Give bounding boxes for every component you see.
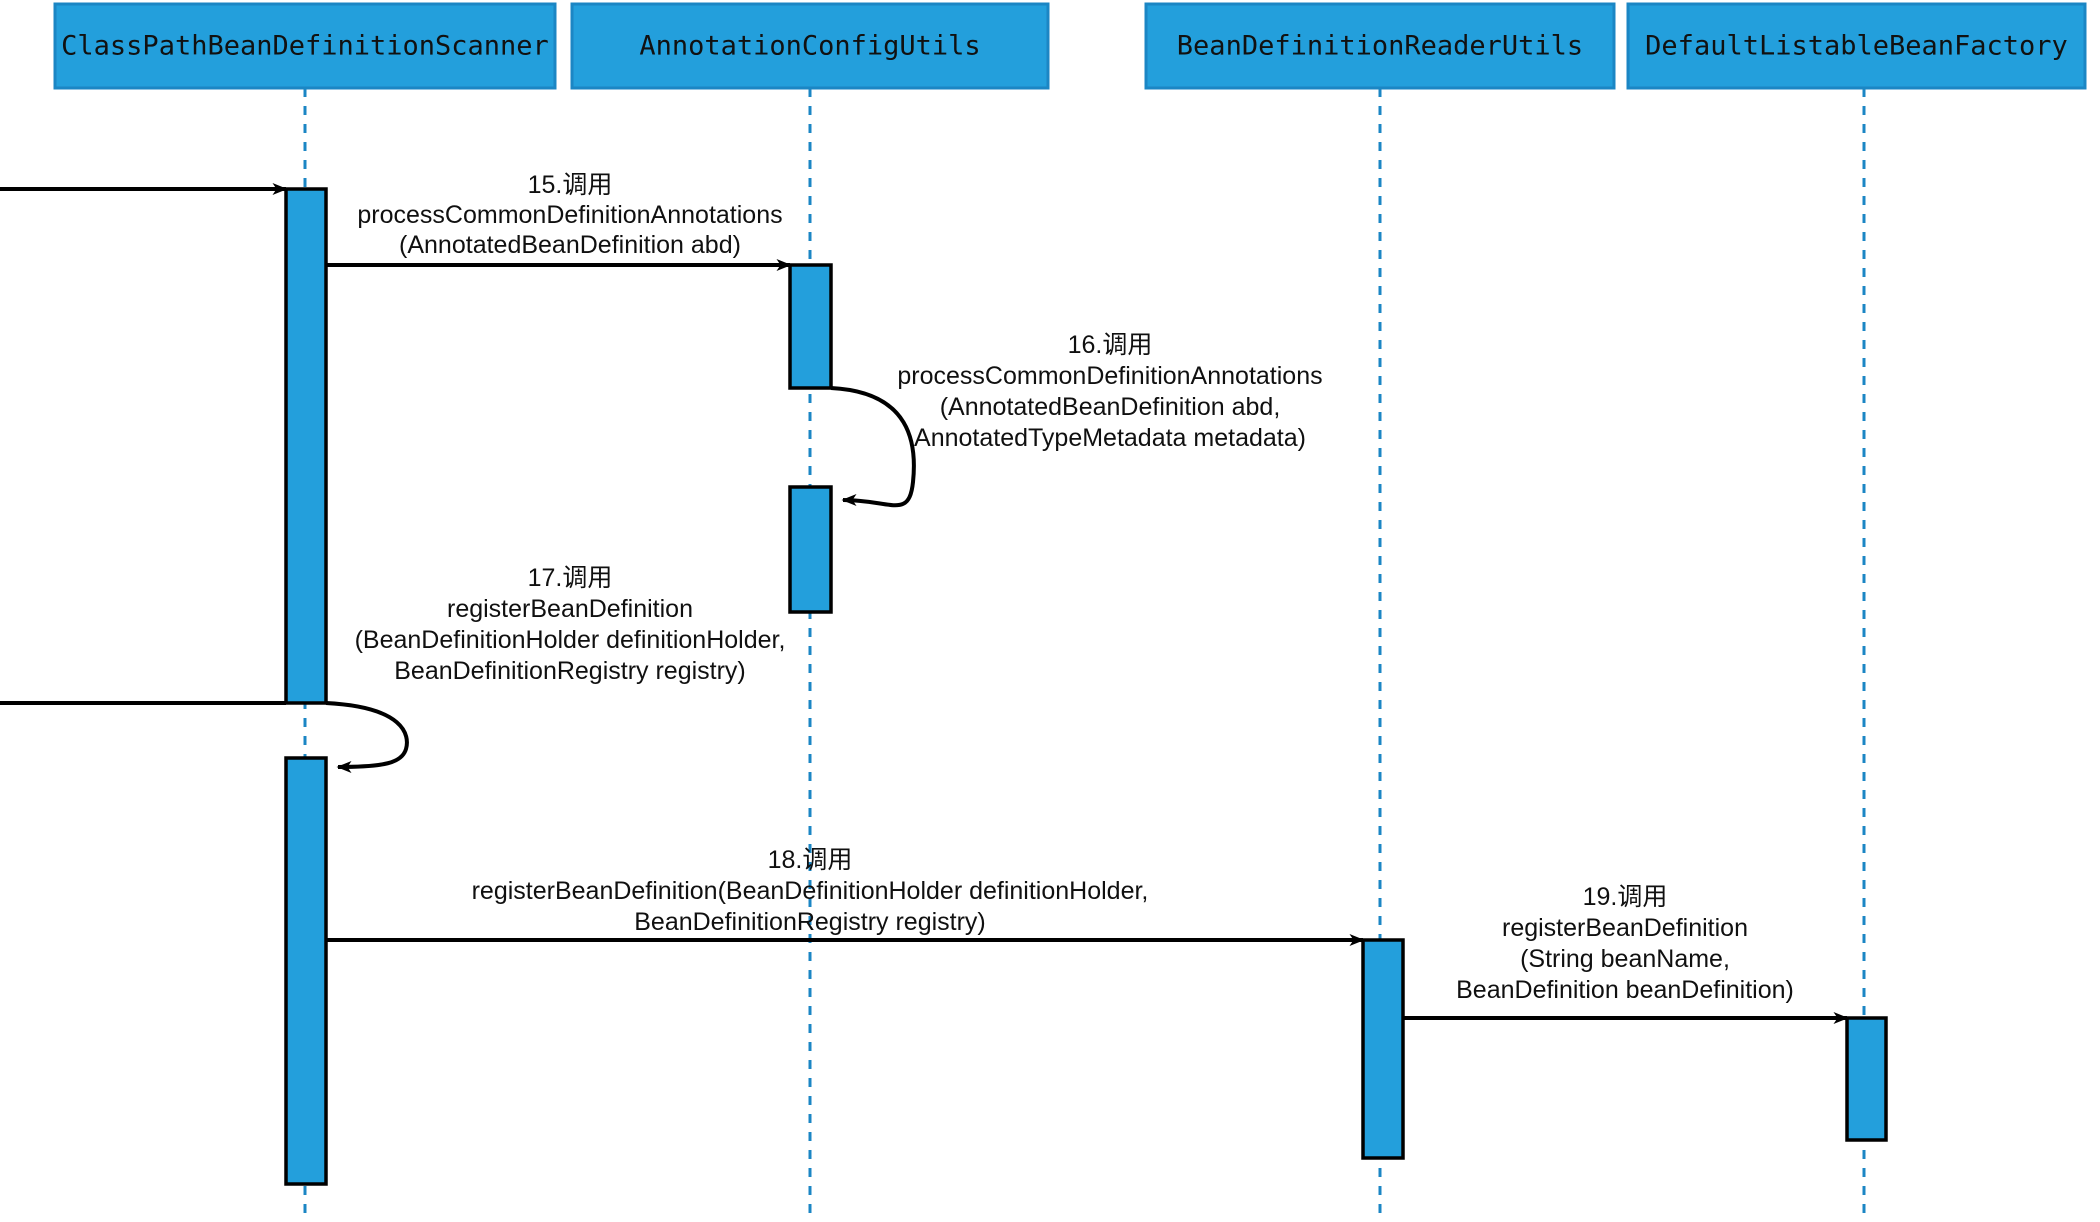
message-label-msg16: 16.调用 processCommonDefinitionAnnotations (… <box>897 331 1322 452</box>
activation-bar-annotationConfigUtils <box>788 485 833 614</box>
activation-bar-scanner <box>284 187 328 705</box>
message-label-line: registerBeanDefinition <box>447 595 693 623</box>
message-label-line: (AnnotatedBeanDefinition abd, <box>940 393 1281 421</box>
participant-label: DefaultListableBeanFactory <box>1645 31 2068 62</box>
participant-box <box>1144 2 1616 90</box>
activations-layer <box>284 187 1888 1186</box>
activation-bar-scanner <box>284 756 328 1186</box>
participant-box <box>570 2 1050 90</box>
participant-box <box>1626 2 2087 90</box>
message-label-line: 19.调用 <box>1583 883 1668 911</box>
message-label-line: (String beanName, <box>1520 945 1730 973</box>
message-label-msg17: 17.调用 registerBeanDefinition (BeanDefiniti… <box>355 564 786 685</box>
message-label-line: registerBeanDefinition(BeanDefinitionHol… <box>472 877 1149 905</box>
message-label-line: processCommonDefinitionAnnotations <box>357 201 782 229</box>
activation-bar-beanDefinitionReaderUtils <box>1361 938 1405 1160</box>
participant-boxes-layer: ClassPathBeanDefinitionScanner Annotation… <box>53 2 2087 90</box>
message-label-msg19: 19.调用 registerBeanDefinition (String beanN… <box>1456 883 1794 1004</box>
participant-scanner[interactable]: ClassPathBeanDefinitionScanner <box>53 2 557 90</box>
message-label-line: BeanDefinitionRegistry registry) <box>394 657 746 685</box>
activation-bar-annotationConfigUtils <box>788 263 833 390</box>
message-label-line: 18.调用 <box>768 846 853 874</box>
message-label-line: BeanDefinitionRegistry registry) <box>634 908 986 936</box>
participant-label: AnnotationConfigUtils <box>639 31 980 62</box>
message-label-line: BeanDefinition beanDefinition) <box>1456 976 1794 1004</box>
message-label-msg15: 15.调用processCommonDefinitionAnnotations(… <box>357 171 782 259</box>
participant-beanDefinitionReaderUtils[interactable]: BeanDefinitionReaderUtils <box>1144 2 1616 90</box>
message-label-line: AnnotatedTypeMetadata metadata) <box>914 424 1306 452</box>
message-labels-layer: 15.调用processCommonDefinitionAnnotations(… <box>355 171 1794 1004</box>
message-msg16[interactable] <box>830 386 916 508</box>
participant-defaultListableBeanFactory[interactable]: DefaultListableBeanFactory <box>1626 2 2087 90</box>
message-label-line: processCommonDefinitionAnnotations <box>897 362 1322 390</box>
participant-box <box>53 2 557 90</box>
message-label-line: (BeanDefinitionHolder definitionHolder, <box>355 626 786 654</box>
messages-layer <box>0 183 1849 1024</box>
self-call-arrow <box>830 386 916 508</box>
message-label-line: 17.调用 <box>528 564 613 592</box>
self-call-arrow <box>325 701 409 773</box>
activation-bar-defaultListableBeanFactory <box>1845 1016 1888 1142</box>
message-label-msg18: 18.调用 registerBeanDefinition(BeanDefiniti… <box>472 846 1149 936</box>
message-label-line: registerBeanDefinition <box>1502 914 1748 942</box>
message-msg17[interactable] <box>325 701 409 773</box>
participant-annotationConfigUtils[interactable]: AnnotationConfigUtils <box>570 2 1050 90</box>
message-label-line: 15.调用 <box>528 171 613 199</box>
message-label-line: 16.调用 <box>1068 331 1153 359</box>
participant-label: ClassPathBeanDefinitionScanner <box>61 31 549 62</box>
participant-label: BeanDefinitionReaderUtils <box>1177 31 1583 62</box>
message-label-line: (AnnotatedBeanDefinition abd) <box>399 231 741 259</box>
